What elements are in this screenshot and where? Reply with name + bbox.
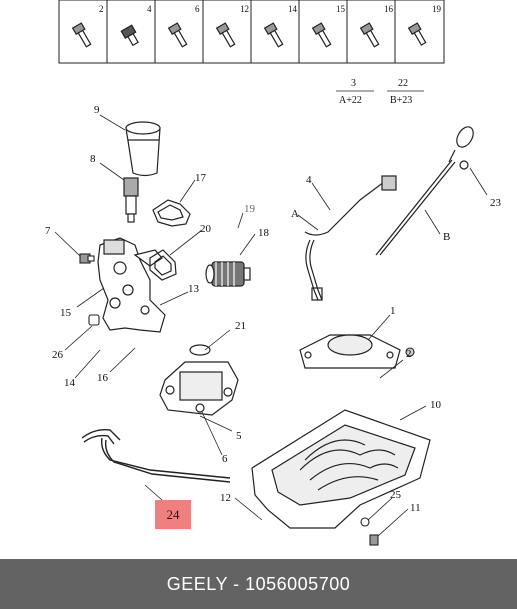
callout-16: 16 <box>97 372 109 384</box>
highlighted-part-label: 24 <box>155 500 191 529</box>
formula-left: 3 A+22 <box>336 78 374 106</box>
dipstick-tube-icon <box>304 175 397 301</box>
callout-9: 9 <box>94 104 100 116</box>
callout-B: B <box>443 231 450 243</box>
bolt-icon <box>71 22 92 48</box>
footer-part-number: GEELY - 1056005700 <box>166 573 351 594</box>
drain-plug-icon <box>369 534 379 546</box>
oil-pan-icon <box>251 409 431 529</box>
parts-diagram: 2 4 6 12 14 15 16 19 3 A+22 22 B+23 <box>45 0 502 546</box>
seal-icon <box>149 249 177 281</box>
callout-10: 10 <box>430 399 442 411</box>
gasket-icon <box>152 199 191 227</box>
thumb-label: 14 <box>288 4 298 14</box>
oring-icon <box>459 160 469 170</box>
bolt-icon <box>120 24 139 47</box>
oring-icon <box>189 344 211 356</box>
washer-icon <box>360 517 370 527</box>
bolt-icon <box>167 22 188 48</box>
filter-housing-icon <box>97 237 166 333</box>
dipstick-icon <box>375 126 474 256</box>
oil-cooler-icon <box>205 261 251 287</box>
bolt-icon <box>311 22 332 48</box>
nut-icon <box>405 347 415 357</box>
callout-20: 20 <box>200 223 212 235</box>
callout-1: 1 <box>390 305 396 317</box>
bolt-icon <box>263 22 284 48</box>
callout-A: A <box>291 208 299 220</box>
callout-12: 12 <box>220 492 231 504</box>
callout-4: 4 <box>306 174 312 186</box>
callout-23: 23 <box>490 197 502 209</box>
callouts: 9 8 17 19 20 18 7 15 13 26 14 16 21 5 6 … <box>45 104 502 514</box>
cooler-cover-icon <box>159 361 239 416</box>
engine-mount-icon <box>299 334 401 369</box>
callout-21: 21 <box>235 320 246 332</box>
callout-15: 15 <box>60 307 72 319</box>
leader-lines <box>54 114 488 537</box>
callout-18: 18 <box>258 227 270 239</box>
bolt-icon <box>359 22 380 48</box>
thumbnail-labels: 2 4 6 12 14 15 16 19 <box>99 4 442 14</box>
callout-7: 7 <box>45 225 51 237</box>
formula-right: 22 B+23 <box>387 78 424 106</box>
formula-right-bottom: B+23 <box>390 95 412 106</box>
thumb-label: 2 <box>99 4 104 14</box>
oil-pipe-icon <box>81 428 231 483</box>
plug-icon <box>88 314 100 326</box>
thumbnail-bolt-icons <box>71 22 427 48</box>
thumb-label: 19 <box>432 4 442 14</box>
formula-left-bottom: A+22 <box>339 95 362 106</box>
thumb-label: 16 <box>384 4 394 14</box>
callout-13: 13 <box>188 283 200 295</box>
footer-bar: GEELY - 1056005700 <box>0 559 517 609</box>
thumb-label: 4 <box>147 4 152 14</box>
formula-right-top: 22 <box>398 78 408 89</box>
bolt-icon <box>407 22 427 46</box>
thumb-label: 6 <box>195 4 200 14</box>
callout-11: 11 <box>410 502 421 514</box>
bolt-icon <box>215 22 236 48</box>
callout-14: 14 <box>64 377 76 389</box>
bolt-icon <box>79 253 95 264</box>
formula-left-top: 3 <box>351 78 356 89</box>
callout-5: 5 <box>236 430 242 442</box>
callout-17: 17 <box>195 172 207 184</box>
thumb-label: 12 <box>240 4 249 14</box>
callout-8: 8 <box>90 153 96 165</box>
callout-2: 2 <box>406 348 412 360</box>
callout-19: 19 <box>244 203 256 215</box>
thumb-label: 15 <box>336 4 346 14</box>
callout-26: 26 <box>52 349 64 361</box>
oil-filter-icon <box>125 121 161 177</box>
callout-6: 6 <box>222 453 228 465</box>
oil-pressure-sensor-icon <box>123 177 139 223</box>
callout-25: 25 <box>390 489 402 501</box>
